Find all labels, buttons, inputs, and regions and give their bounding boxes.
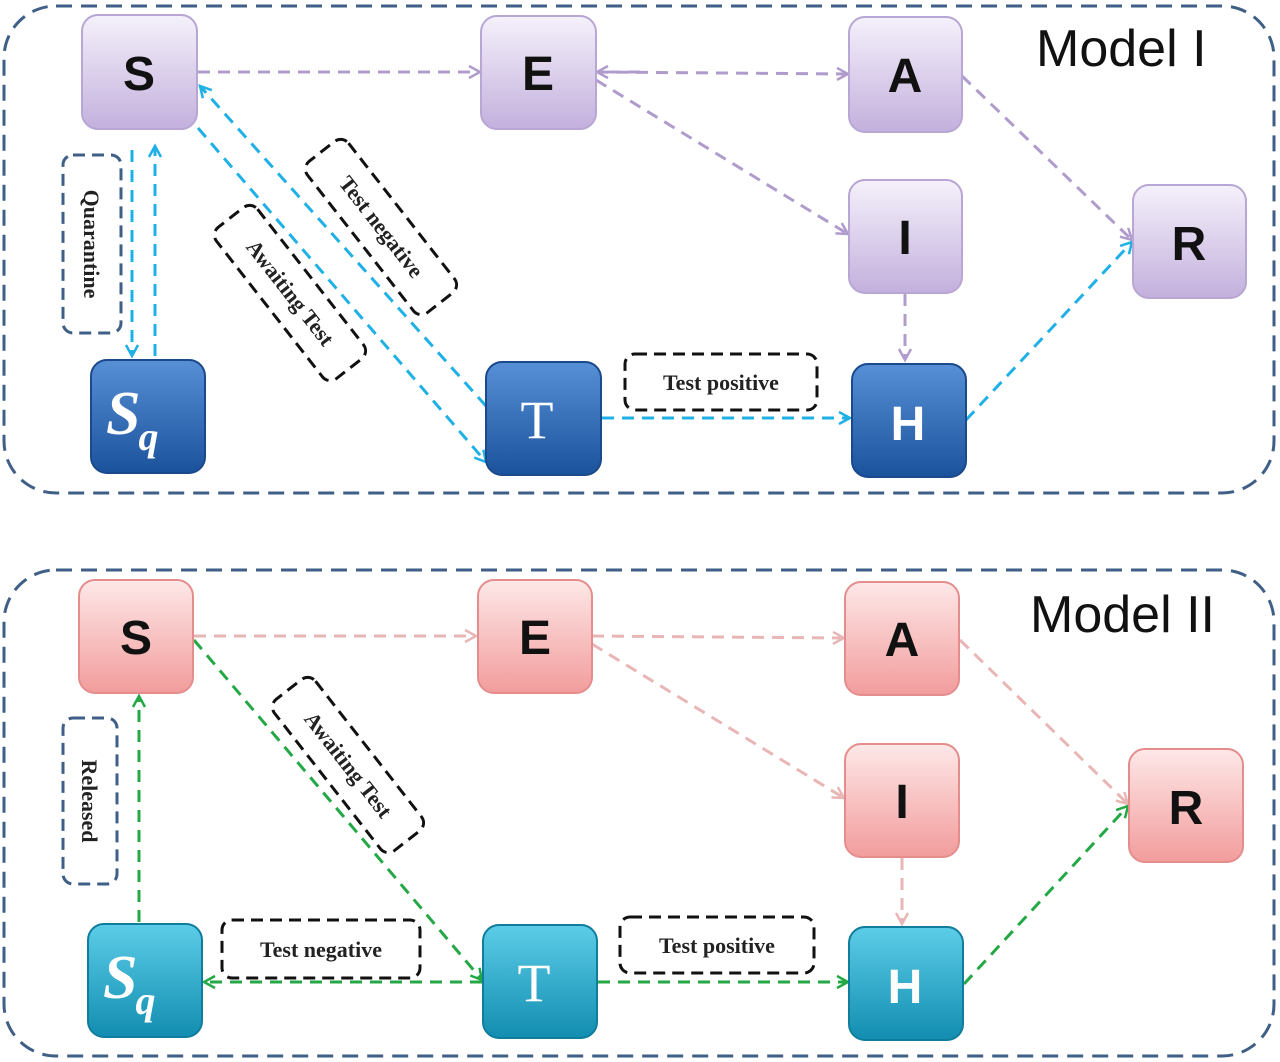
svg-text:Test negative: Test negative bbox=[260, 937, 382, 962]
node-t-1: T bbox=[485, 361, 602, 476]
edge-e-i bbox=[595, 78, 851, 236]
model-1-title: Model I bbox=[1036, 20, 1207, 78]
svg-text:E: E bbox=[522, 48, 554, 101]
svg-text:A: A bbox=[885, 614, 920, 667]
model-2-edges bbox=[131, 628, 1130, 990]
svg-text:Test positive: Test positive bbox=[659, 933, 775, 958]
edge-h-r bbox=[964, 240, 1134, 422]
model-1-edges bbox=[124, 64, 1134, 464]
edge-s-t bbox=[196, 127, 488, 464]
label-released: Released bbox=[61, 716, 119, 886]
svg-text:Quarantine: Quarantine bbox=[79, 190, 104, 299]
edge-e-i-2 bbox=[591, 642, 847, 800]
svg-text:S: S bbox=[120, 612, 152, 665]
node-t-2: T bbox=[482, 924, 598, 1039]
label-test-positive-1: Test positive bbox=[623, 352, 819, 412]
edge-s-t-2 bbox=[192, 639, 484, 982]
edge-a-r bbox=[960, 74, 1134, 242]
svg-text:E: E bbox=[519, 612, 551, 665]
svg-text:H: H bbox=[888, 961, 923, 1014]
node-h-2: H bbox=[848, 926, 964, 1041]
edge-e-a-2 bbox=[591, 630, 847, 646]
model-2-title: Model II bbox=[1030, 586, 1215, 644]
svg-text:A: A bbox=[888, 50, 923, 103]
svg-text:T: T bbox=[518, 953, 551, 1013]
svg-text:I: I bbox=[895, 776, 908, 829]
label-test-positive-2: Test positive bbox=[618, 915, 816, 975]
edge-h-r-2 bbox=[962, 804, 1130, 986]
node-a-1: A bbox=[848, 16, 963, 133]
svg-text:S: S bbox=[123, 48, 155, 101]
svg-text:I: I bbox=[898, 212, 911, 265]
label-awaiting-test-2: Awaiting Test bbox=[270, 675, 426, 855]
svg-text:Released: Released bbox=[77, 759, 102, 842]
node-s-1: S bbox=[81, 14, 198, 130]
edge-t-s bbox=[198, 84, 488, 407]
node-sq-1: Sq bbox=[90, 359, 206, 474]
node-r-1: R bbox=[1132, 184, 1247, 299]
node-i-1: I bbox=[848, 179, 963, 294]
model-1-panel: Model I Quarantine Awaiting Test bbox=[2, 4, 1276, 495]
model-1-border bbox=[2, 4, 1276, 495]
label-quarantine: Quarantine bbox=[61, 153, 123, 335]
model-2-border bbox=[2, 568, 1276, 1058]
svg-text:R: R bbox=[1169, 782, 1204, 835]
node-e-2: E bbox=[477, 579, 593, 694]
svg-text:H: H bbox=[891, 398, 926, 451]
node-r-2: R bbox=[1128, 748, 1244, 863]
label-awaiting-test-1: Awaiting Test bbox=[212, 203, 368, 383]
svg-text:Sq: Sq bbox=[103, 944, 155, 1023]
node-s-2: S bbox=[78, 579, 194, 694]
model-2-panel: Model II Released Awaiting Test Test neg… bbox=[2, 568, 1276, 1058]
svg-text:R: R bbox=[1172, 218, 1207, 271]
edge-a-r-2 bbox=[958, 638, 1130, 806]
node-a-2: A bbox=[844, 581, 960, 696]
svg-text:Test positive: Test positive bbox=[663, 370, 779, 395]
label-test-negative-2: Test negative bbox=[220, 918, 422, 980]
svg-text:Sq: Sq bbox=[106, 380, 158, 459]
svg-text:T: T bbox=[521, 390, 554, 450]
node-e-1: E bbox=[480, 15, 597, 130]
node-i-2: I bbox=[844, 743, 960, 858]
node-sq-2: Sq bbox=[87, 923, 203, 1038]
node-h-1: H bbox=[851, 363, 967, 478]
